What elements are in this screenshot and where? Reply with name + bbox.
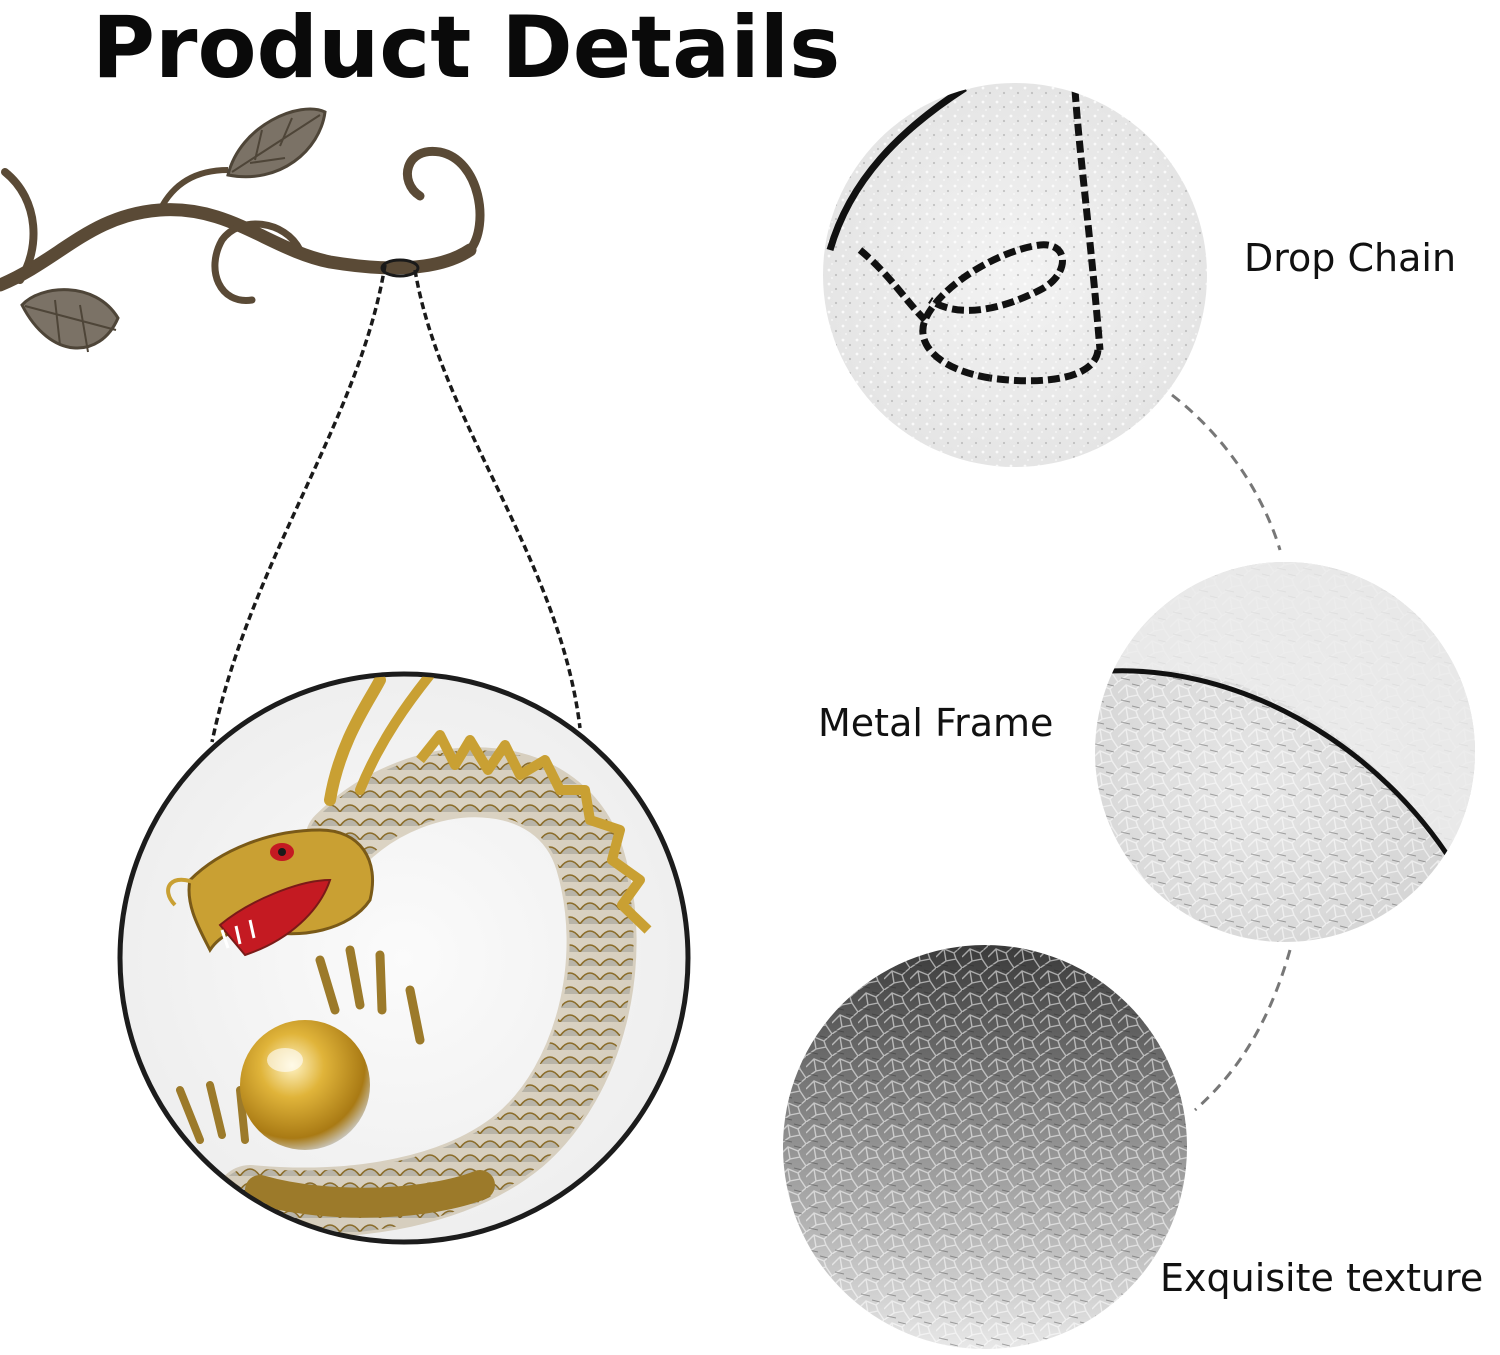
texture-closeup-icon bbox=[783, 945, 1187, 1349]
dragon-suncatcher-icon bbox=[117, 671, 691, 1245]
exquisite-texture-label: Exquisite texture bbox=[1160, 1256, 1484, 1300]
metal-frame-label: Metal Frame bbox=[818, 701, 1054, 745]
drop-chain-label: Drop Chain bbox=[1244, 236, 1457, 280]
leaf-branch-hook-icon bbox=[0, 107, 485, 353]
dashed-connector bbox=[1171, 393, 1292, 1112]
chain-closeup-icon bbox=[823, 83, 1207, 467]
hanging-chain-icon bbox=[210, 258, 582, 743]
frame-closeup-icon bbox=[1095, 562, 1475, 942]
page-title: Product Details bbox=[92, 0, 841, 98]
